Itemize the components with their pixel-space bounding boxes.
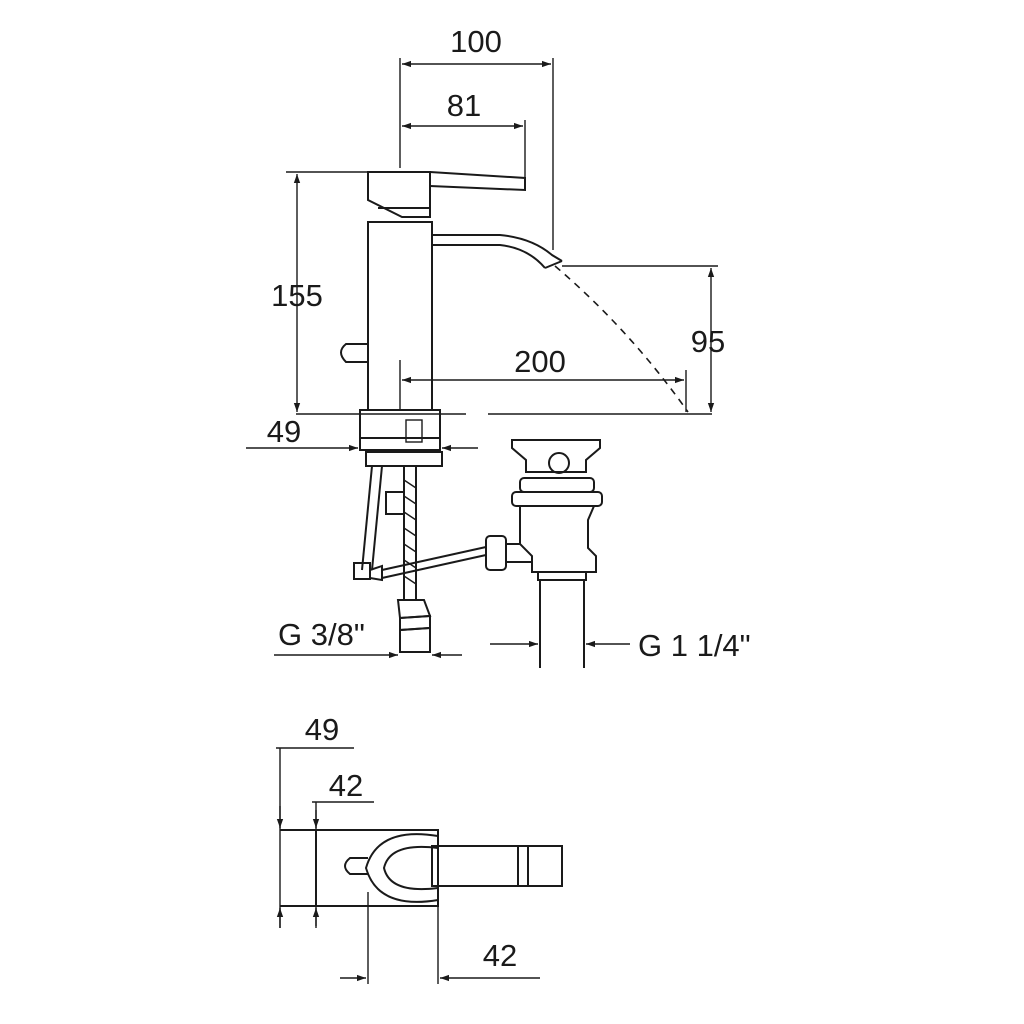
dimension-95-label: 95 (691, 324, 725, 359)
dimension-42-plan-depth-label: 42 (329, 768, 363, 803)
dimension-g38-label: G 3/8" (278, 617, 365, 652)
dimension-42-plan-width: 42 (340, 892, 540, 984)
dimension-81: 81 (402, 88, 526, 178)
dimension-49-side: 49 (246, 414, 478, 452)
base-flange (359, 409, 443, 467)
dimension-155: 155 (271, 171, 368, 412)
lever-handle (367, 171, 526, 218)
supply-hose (385, 466, 432, 653)
dimension-42-plan-depth: 42 (312, 768, 374, 928)
dimension-200-label: 200 (514, 344, 566, 379)
dimension-155-label: 155 (271, 278, 323, 313)
dimension-49-side-label: 49 (267, 414, 301, 449)
dimension-49-plan-label: 49 (305, 712, 339, 747)
dimension-g114-label: G 1 1/4" (638, 628, 751, 663)
water-jet-path (554, 265, 689, 413)
spout (432, 234, 563, 269)
dimension-42-plan-width-label: 42 (483, 938, 517, 973)
dimension-81-label: 81 (447, 88, 481, 123)
waste-valve (485, 439, 603, 668)
dimension-49-plan: 49 (276, 712, 354, 928)
plan-view (280, 829, 563, 907)
dimension-g114: G 1 1/4" (490, 628, 751, 663)
dimension-g38: G 3/8" (274, 617, 462, 659)
dimension-200: 200 (399, 344, 687, 412)
dimension-95: 95 (562, 265, 725, 412)
dimension-100: 100 (399, 24, 554, 250)
popup-rod (353, 465, 487, 582)
dimension-100-label: 100 (450, 24, 502, 59)
elevation-view (296, 171, 712, 668)
popup-rod-knob (340, 343, 368, 363)
